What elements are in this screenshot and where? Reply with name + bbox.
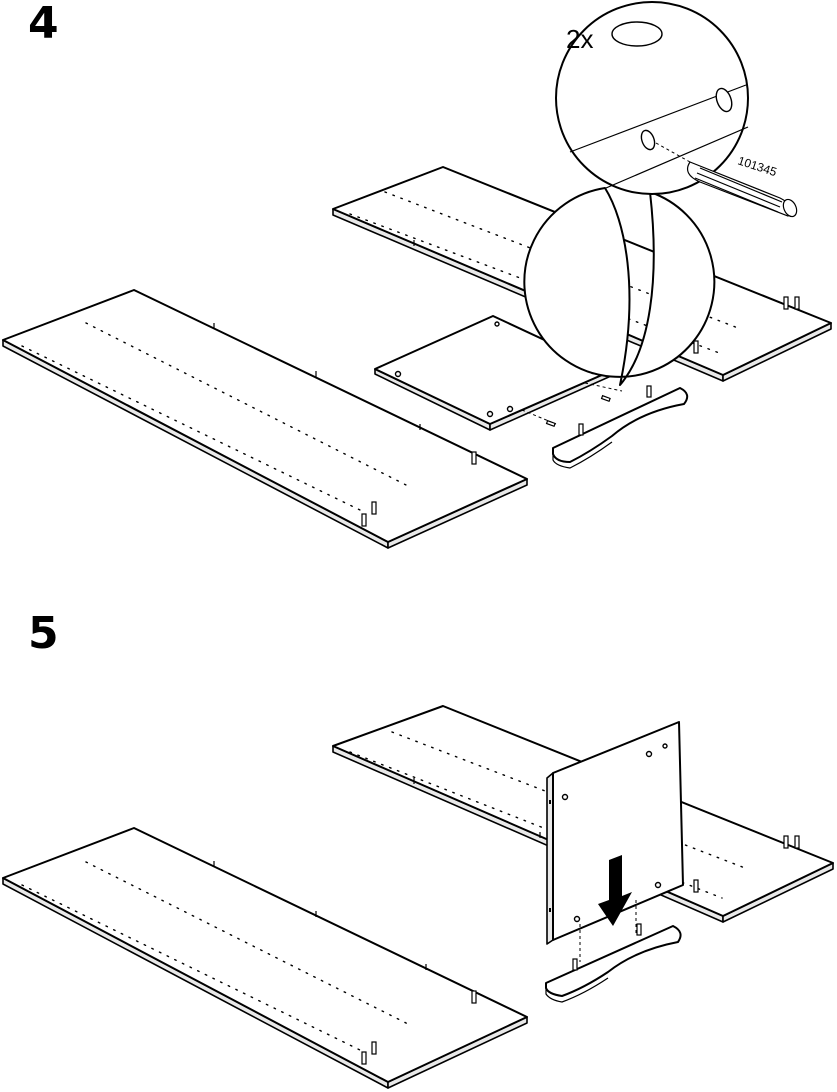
step5-front-panel <box>3 828 527 1088</box>
step4-front-panel <box>3 290 527 548</box>
step-4-illustration: 101345 2x <box>3 2 831 548</box>
quantity-label: 2x <box>566 24 593 54</box>
step-5-illustration <box>3 706 833 1088</box>
step5-plinth <box>546 924 681 1002</box>
part-number-label: 101345 <box>736 154 779 180</box>
wooden-dowel-icon <box>688 162 800 219</box>
step4-plinth <box>547 386 688 468</box>
dowel-end-icon <box>612 22 662 46</box>
